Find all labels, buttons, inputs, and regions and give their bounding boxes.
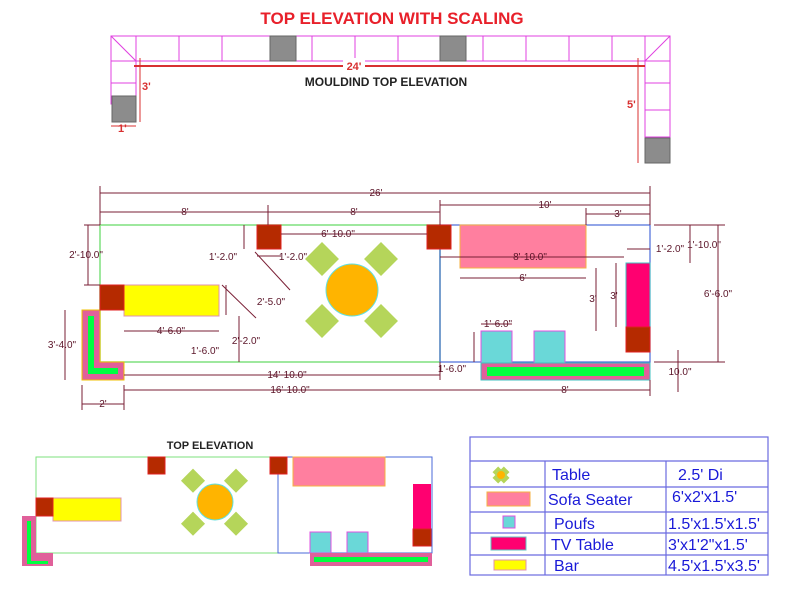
dim-l-h: 3'-4.0" — [48, 340, 77, 351]
dim-bar-h: 1'-6.0" — [191, 346, 220, 357]
dim-bench-w: 8' — [561, 385, 569, 396]
page-title: TOP ELEVATION WITH SCALING — [260, 9, 523, 28]
bar-icon — [493, 559, 527, 571]
sofa-icon — [486, 491, 531, 507]
legend-size: 3'x1'2"x1.5' — [668, 537, 748, 554]
legend-size: 2.5' Di — [678, 467, 723, 484]
dim-right-height: 5' — [627, 99, 636, 111]
dim-bench-h: 10.0" — [668, 367, 691, 378]
legend-size: 6'x2'x1.5' — [672, 489, 737, 506]
dim-pouf-h: 1'-6.0" — [438, 364, 467, 375]
post-icon — [644, 137, 671, 164]
dim-diag: 2'-5.0" — [257, 297, 286, 308]
column — [256, 224, 282, 250]
dim-col-h: 1'-2.0" — [209, 252, 238, 263]
tv-table — [625, 262, 651, 328]
dim-width: 24' — [347, 61, 362, 73]
dim-post: 1' — [118, 123, 127, 135]
column — [625, 326, 651, 353]
dim-right-3: 3' — [614, 209, 622, 220]
column — [426, 224, 452, 250]
dim-tv-top: 1'-10.0" — [687, 240, 721, 251]
legend-size: 4.5'x1.5'x3.5' — [668, 558, 760, 575]
legend-name: Poufs — [554, 516, 595, 533]
legend-name: TV Table — [551, 537, 614, 554]
legend-name: Bar — [554, 558, 580, 575]
dim-left-height: 3' — [142, 81, 151, 93]
dim-sofa-w: 6' — [519, 273, 527, 284]
dim-bar-gap: 2'-2.0" — [232, 336, 261, 347]
dim-left-h: 2'-10.0" — [69, 250, 103, 261]
dim-bar-w: 4'-6.0" — [157, 326, 186, 337]
table-icon — [492, 466, 510, 484]
post-icon — [269, 35, 297, 62]
dim-right-10: 10' — [538, 200, 551, 211]
dim-pouf-w: 1'-6.0" — [484, 319, 513, 330]
dim-col-w: 1'-2.0" — [279, 252, 308, 263]
pouf — [480, 330, 513, 364]
small-floor-plan: TOP ELEVATION — [22, 440, 433, 566]
moulding-label: MOULDIND TOP ELEVATION — [305, 75, 467, 89]
dim-sofa-gap: 3' — [589, 294, 597, 305]
legend-size: 1.5'x1.5'x1.5' — [668, 516, 760, 533]
pouf-icon — [502, 515, 516, 529]
dim-left-8: 8' — [181, 207, 189, 218]
floor-plan: 26' 8' 8' 10' 3' 2'-10.0" 6'-10.0" 1'-2.… — [48, 186, 733, 410]
dim-sofa-span: 8'-10.0" — [513, 252, 547, 263]
dim-l-w: 2' — [99, 399, 107, 410]
pouf — [533, 330, 566, 364]
small-plan-label: TOP ELEVATION — [167, 440, 254, 452]
dim-16: 16'-10.0" — [270, 385, 310, 396]
sofa-seater — [459, 224, 587, 269]
round-table — [325, 263, 379, 317]
legend-name: Sofa Seater — [548, 492, 633, 509]
legend-table: Table 2.5' Di Sofa Seater 6'x2'x1.5' Pou… — [469, 436, 769, 576]
tv-table-icon — [490, 536, 527, 551]
column — [99, 284, 125, 311]
dim-tv-h: 3' — [610, 291, 618, 302]
dim-14: 14'-10.0" — [267, 370, 307, 381]
dim-tv-w: 1'-2.0" — [656, 244, 685, 255]
dim-col-gap: 6'-10.0" — [321, 229, 355, 240]
post-icon — [439, 35, 467, 62]
legend-name: Table — [552, 467, 590, 484]
dim-mid-8: 8' — [350, 207, 358, 218]
dim-right-h: 6'-6.0" — [704, 289, 733, 300]
chairs — [305, 242, 398, 338]
post-icon — [111, 95, 137, 123]
dim-total: 26' — [369, 188, 382, 199]
moulding-elevation: 24' 3' 5' 1' MOULDIND TOP ELEVATION — [110, 35, 671, 164]
bar — [123, 284, 220, 317]
